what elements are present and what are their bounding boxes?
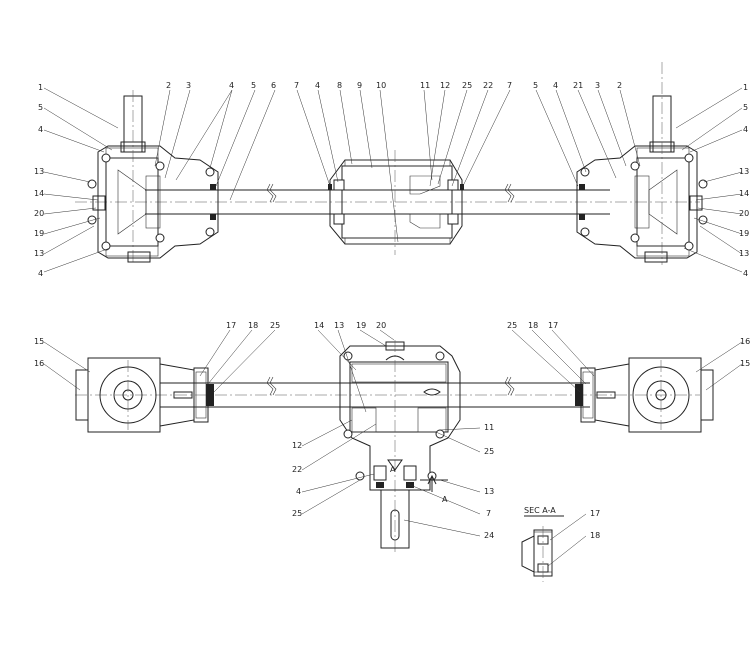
part-label: 7 bbox=[507, 81, 512, 90]
part-label: 1 bbox=[38, 83, 43, 92]
part-label: 5 bbox=[743, 103, 748, 112]
part-label: 13 bbox=[739, 167, 749, 176]
part-label: 5 bbox=[38, 103, 43, 112]
part-label: 17 bbox=[226, 321, 236, 330]
right-motor bbox=[575, 357, 714, 433]
part-label: 4 bbox=[743, 125, 748, 134]
part-label: 13 bbox=[34, 249, 44, 258]
part-label: 16 bbox=[740, 337, 750, 346]
part-label: 19 bbox=[739, 229, 749, 238]
part-label: 20 bbox=[739, 209, 749, 218]
part-label: 13 bbox=[334, 321, 344, 330]
part-label: 12 bbox=[292, 441, 302, 450]
part-label: 25 bbox=[462, 81, 472, 90]
part-label: 21 bbox=[573, 81, 583, 90]
section-view bbox=[521, 515, 564, 582]
part-label: 19 bbox=[356, 321, 366, 330]
part-label: 13 bbox=[739, 249, 749, 258]
section-title: SEC A-A bbox=[524, 506, 556, 515]
section-marker-label: A bbox=[390, 465, 396, 474]
part-label: 25 bbox=[270, 321, 280, 330]
part-label: 11 bbox=[420, 81, 430, 90]
part-label: 3 bbox=[186, 81, 191, 90]
part-label: 22 bbox=[292, 465, 302, 474]
part-label: 18 bbox=[528, 321, 538, 330]
part-label: 22 bbox=[483, 81, 493, 90]
part-label: 6 bbox=[271, 81, 276, 90]
part-label: 15 bbox=[34, 337, 44, 346]
part-label: 25 bbox=[292, 509, 302, 518]
part-label: 20 bbox=[34, 209, 44, 218]
part-label: 19 bbox=[34, 229, 44, 238]
part-label: 4 bbox=[315, 81, 320, 90]
part-label: 4 bbox=[38, 125, 43, 134]
part-label: 25 bbox=[484, 447, 494, 456]
part-label: 25 bbox=[507, 321, 517, 330]
part-label: 2 bbox=[166, 81, 171, 90]
part-label: 18 bbox=[248, 321, 258, 330]
part-label: 17 bbox=[548, 321, 558, 330]
part-label: 8 bbox=[337, 81, 342, 90]
left-gearbox bbox=[87, 90, 219, 265]
part-label: 16 bbox=[34, 359, 44, 368]
part-label: 24 bbox=[484, 531, 494, 540]
part-label: 15 bbox=[740, 359, 750, 368]
part-label: 5 bbox=[533, 81, 538, 90]
part-label: 14 bbox=[739, 189, 749, 198]
part-label: 4 bbox=[553, 81, 558, 90]
part-label: 10 bbox=[376, 81, 386, 90]
left-motor bbox=[75, 357, 214, 433]
plan-view bbox=[75, 340, 714, 555]
part-label: 4 bbox=[296, 487, 301, 496]
part-label: 13 bbox=[34, 167, 44, 176]
part-label: 7 bbox=[294, 81, 299, 90]
part-label: 4 bbox=[743, 269, 748, 278]
leader-lines bbox=[43, 87, 743, 567]
part-label: 14 bbox=[314, 321, 324, 330]
part-label: 9 bbox=[357, 81, 362, 90]
part-label: 3 bbox=[595, 81, 600, 90]
center-gearbox bbox=[328, 150, 464, 255]
part-label: 4 bbox=[229, 81, 234, 90]
part-label: 2 bbox=[617, 81, 622, 90]
right-gearbox bbox=[576, 62, 708, 265]
section-marker-label: A bbox=[442, 495, 448, 504]
part-labels: 1 5 4 13 14 20 19 13 4 2 3 4 5 6 7 4 8 9… bbox=[34, 81, 750, 540]
part-label: 12 bbox=[440, 81, 450, 90]
part-label: 7 bbox=[486, 509, 491, 518]
part-label: 17 bbox=[590, 509, 600, 518]
output-shaft bbox=[380, 459, 410, 549]
section-marker bbox=[420, 474, 448, 492]
center-gearbox-plan bbox=[339, 340, 461, 555]
part-label: 14 bbox=[34, 189, 44, 198]
front-view bbox=[75, 62, 708, 265]
part-label: 13 bbox=[484, 487, 494, 496]
part-label: 4 bbox=[38, 269, 43, 278]
part-label: 20 bbox=[376, 321, 386, 330]
part-label: 11 bbox=[484, 423, 494, 432]
part-label: 5 bbox=[251, 81, 256, 90]
part-label: 18 bbox=[590, 531, 600, 540]
part-label: 1 bbox=[743, 83, 748, 92]
